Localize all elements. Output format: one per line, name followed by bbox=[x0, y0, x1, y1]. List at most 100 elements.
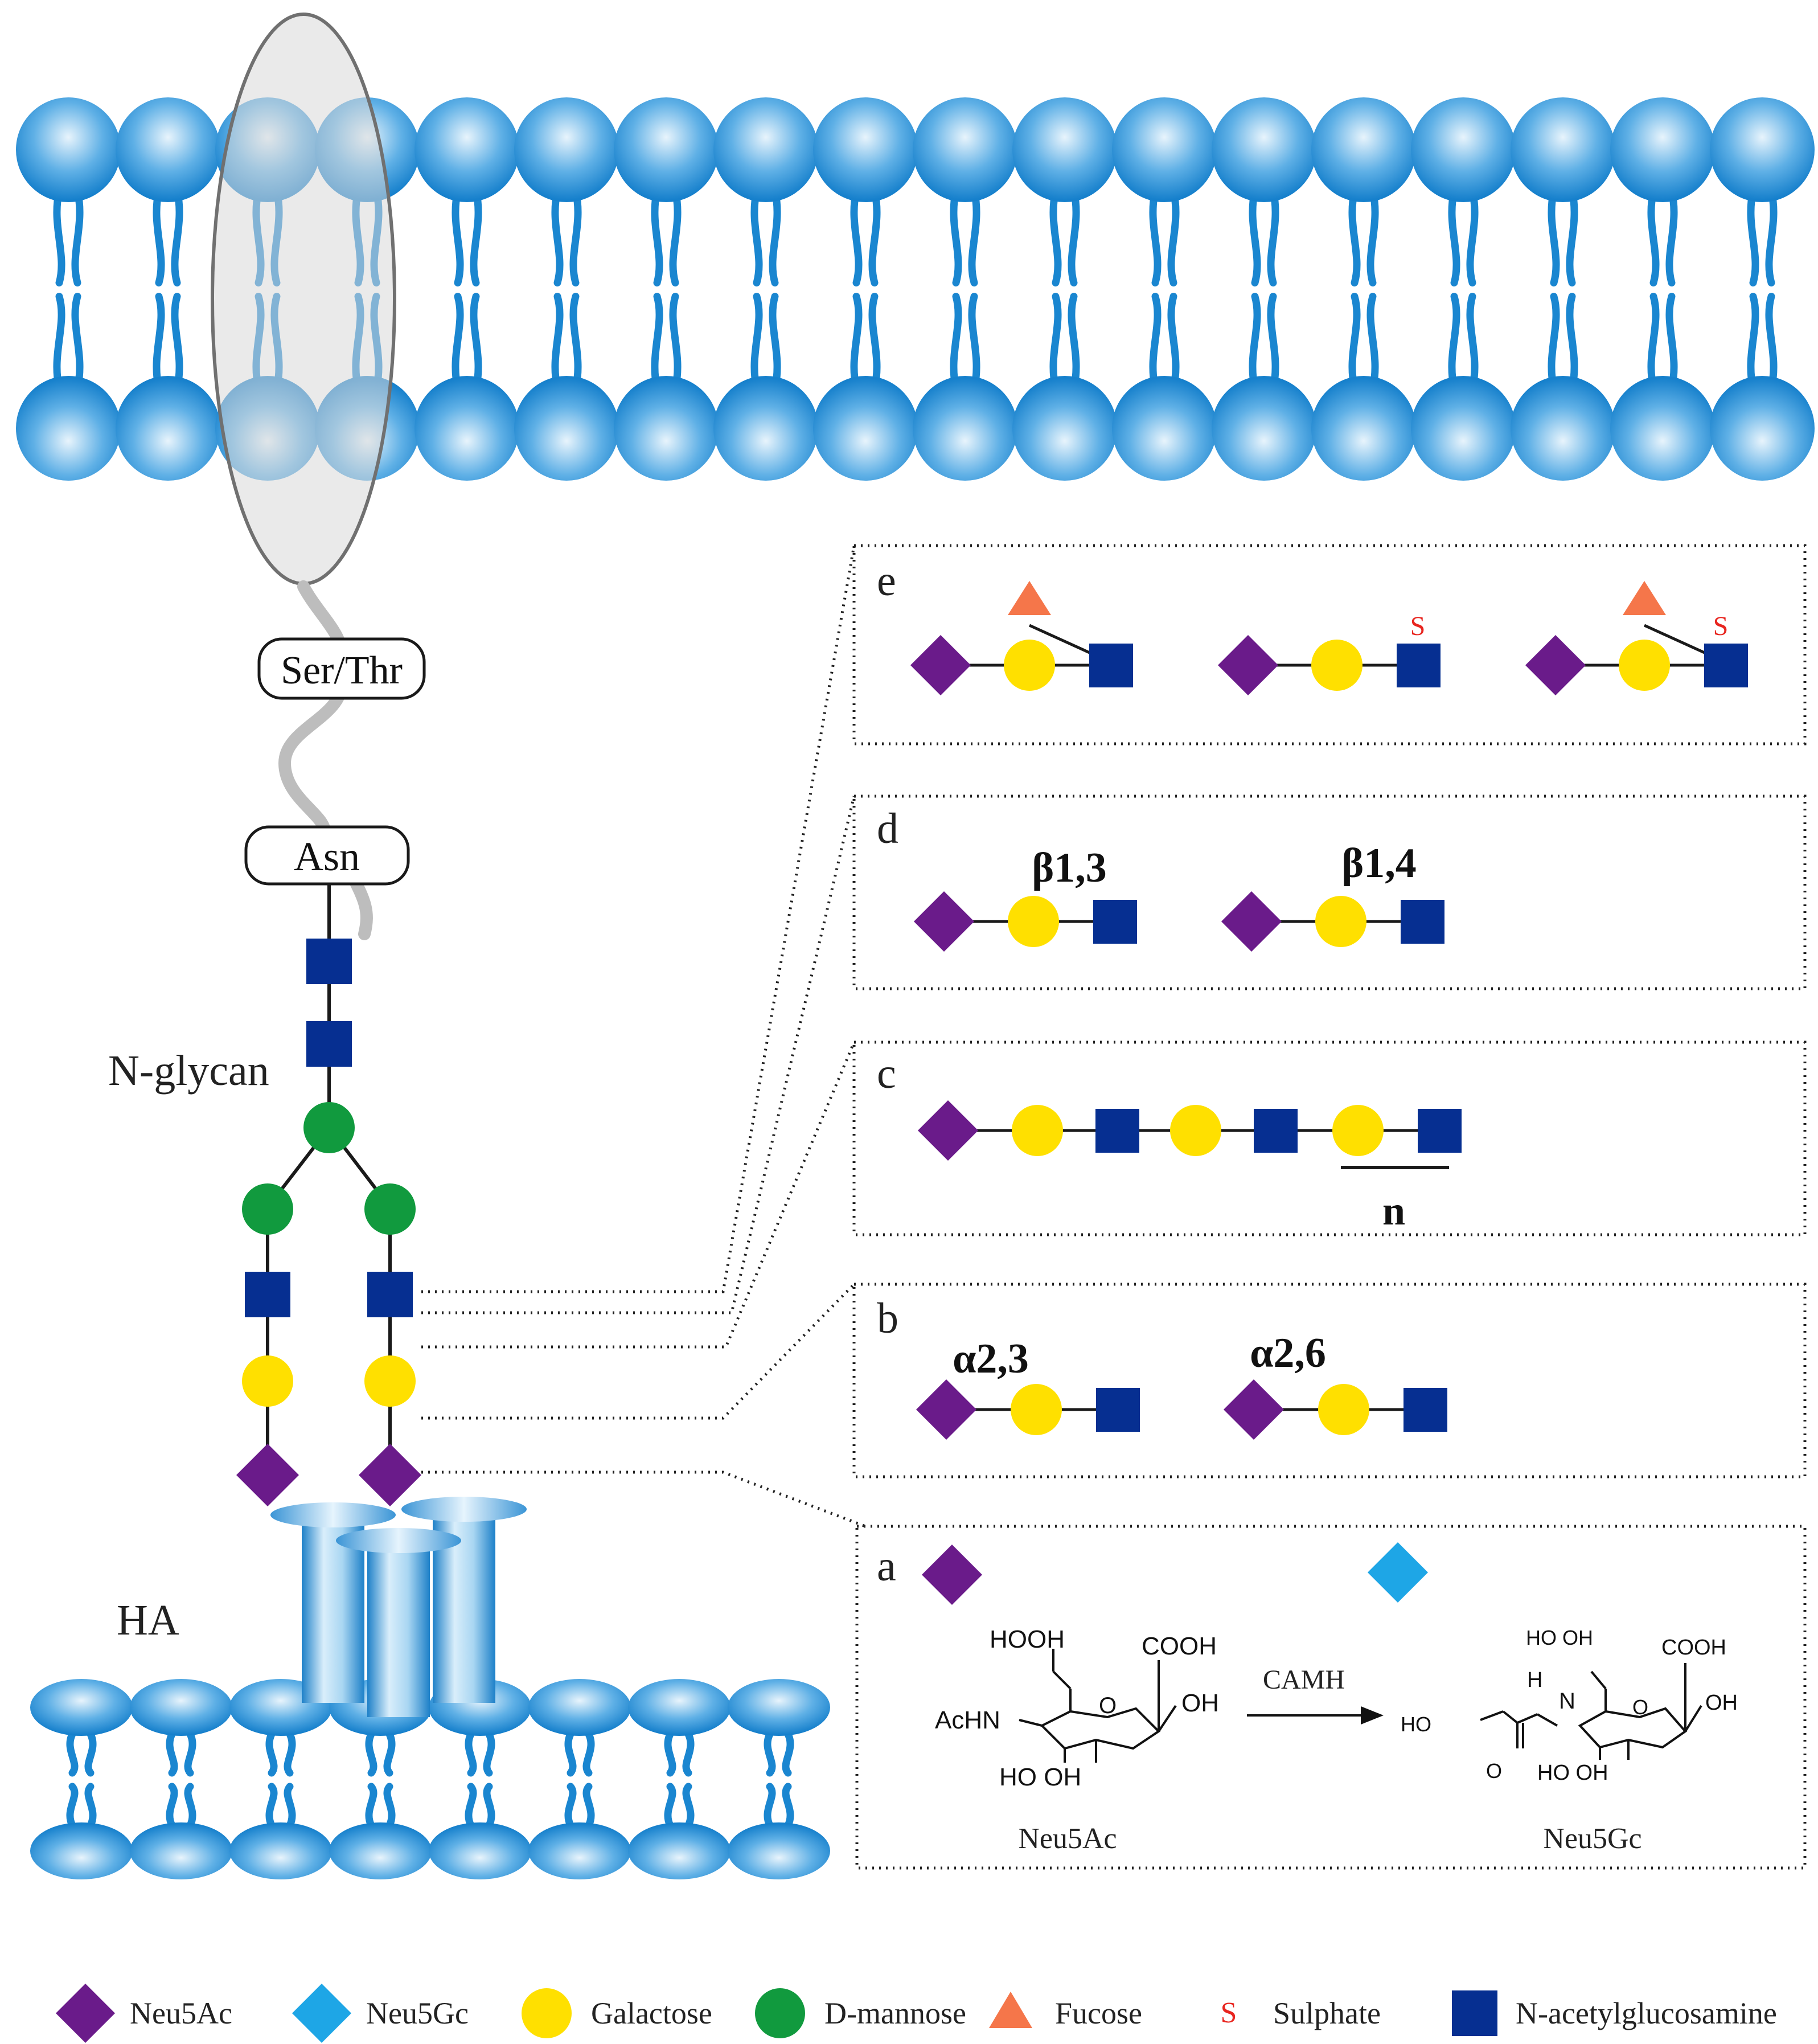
neu5ac-name: Neu5Ac bbox=[1018, 1822, 1117, 1855]
neu5ac-diamond bbox=[236, 1444, 299, 1506]
neu5gc-structure: HO OH COOH H N O OH HO HO OH O Neu5Gc bbox=[1401, 1626, 1738, 1855]
ha-label: HA bbox=[117, 1596, 179, 1644]
lipid bbox=[913, 97, 1017, 481]
linkage-label: α2,6 bbox=[1250, 1330, 1326, 1377]
glcnac-square bbox=[1418, 1109, 1462, 1153]
mannose-circle bbox=[303, 1102, 355, 1153]
lipid bbox=[16, 97, 121, 481]
panel-d-structures: β1,3 β1,4 bbox=[914, 840, 1444, 952]
panel-b-structures: α2,3 α2,6 bbox=[916, 1330, 1447, 1440]
ha-protein bbox=[270, 1497, 527, 1717]
galactose-circle bbox=[1318, 1384, 1369, 1435]
legend-item: D-mannose bbox=[755, 1988, 966, 2038]
legend-label: Fucose bbox=[1055, 1996, 1142, 2030]
galactose-circle bbox=[1012, 1105, 1063, 1156]
sulphate-mark: S bbox=[1410, 611, 1426, 641]
galactose-circle bbox=[364, 1355, 416, 1407]
asn-label: Asn bbox=[294, 834, 360, 879]
neu5ac-diamond bbox=[1224, 1379, 1284, 1440]
glcnac-square bbox=[1254, 1109, 1298, 1153]
chem-label: HOOH bbox=[990, 1625, 1065, 1653]
glcnac-square bbox=[1704, 644, 1748, 687]
asn-box bbox=[244, 825, 410, 886]
sulphate-mark: S bbox=[1713, 611, 1729, 641]
galactose-circle bbox=[242, 1355, 293, 1407]
panel-c-letter: c bbox=[877, 1050, 896, 1097]
mannose-circle bbox=[364, 1183, 416, 1235]
chem-label: HO OH bbox=[1537, 1761, 1608, 1785]
glcnac-square bbox=[245, 1272, 290, 1317]
glycan-structure: β1,4 bbox=[1221, 840, 1444, 952]
lipid bbox=[1710, 97, 1815, 481]
lipid bbox=[1311, 97, 1416, 481]
lipid bbox=[614, 97, 719, 481]
linkage-label: β1,4 bbox=[1341, 840, 1417, 887]
legend-label: Neu5Ac bbox=[130, 1996, 232, 2030]
chem-label: OH bbox=[1181, 1689, 1219, 1717]
glcnac-square bbox=[1095, 1109, 1139, 1153]
chem-label: N bbox=[1559, 1689, 1575, 1714]
lipid bbox=[1411, 97, 1516, 481]
lipid bbox=[415, 97, 519, 481]
dotted-connectors bbox=[421, 545, 866, 1528]
galactose-circle bbox=[1008, 896, 1059, 947]
chem-label: O bbox=[1632, 1695, 1648, 1719]
neu5ac-diamond bbox=[1218, 635, 1278, 695]
galactose-circle bbox=[1315, 896, 1366, 947]
n-glycan-label: N-glycan bbox=[108, 1047, 269, 1095]
legend-item: Galactose bbox=[522, 1988, 712, 2038]
glcnac-square bbox=[1452, 1990, 1497, 2036]
fucose-triangle bbox=[1008, 581, 1051, 615]
transmembrane-protein bbox=[211, 13, 396, 585]
neu5ac-diamond bbox=[1221, 891, 1282, 952]
lipid bbox=[429, 1679, 531, 1879]
legend-item: Fucose bbox=[989, 1992, 1142, 2030]
lipid bbox=[1212, 97, 1316, 481]
mannose-circle bbox=[242, 1183, 293, 1235]
chem-label: AcHN bbox=[935, 1706, 1000, 1734]
legend-label: N-acetylglucosamine bbox=[1516, 1996, 1777, 2030]
lipid bbox=[728, 1679, 830, 1879]
glycan-structure: S bbox=[1525, 581, 1748, 695]
chem-label: O bbox=[1486, 1759, 1502, 1783]
glycan-structure: S bbox=[1218, 611, 1441, 695]
lipid bbox=[1012, 97, 1117, 481]
neu5gc-diamond bbox=[1368, 1542, 1428, 1603]
lipid bbox=[1610, 97, 1715, 481]
lipid bbox=[1511, 97, 1615, 481]
chem-label: O bbox=[1099, 1693, 1117, 1718]
neu5ac-diamond bbox=[918, 1100, 978, 1161]
chem-label: HO OH bbox=[1526, 1626, 1593, 1649]
chem-label: HO bbox=[1401, 1713, 1431, 1736]
galactose-circle bbox=[1004, 640, 1055, 691]
neu5ac-diamond bbox=[922, 1545, 982, 1605]
glcnac-square bbox=[1089, 644, 1133, 687]
neu5ac-diamond bbox=[914, 891, 974, 952]
lipid bbox=[130, 1679, 232, 1879]
lipid bbox=[713, 97, 818, 481]
lipid bbox=[229, 1679, 332, 1879]
glycan-structure: β1,3 bbox=[914, 845, 1137, 952]
glcnac-square bbox=[1096, 1388, 1140, 1432]
reaction-arrowhead bbox=[1361, 1706, 1384, 1725]
panel-e-letter: e bbox=[877, 557, 896, 605]
fucose-triangle bbox=[1623, 581, 1666, 615]
legend-item: Neu5Gc bbox=[292, 1984, 469, 2043]
glcnac-square bbox=[1093, 900, 1137, 944]
legend-label: D-mannose bbox=[824, 1996, 966, 2030]
lipid bbox=[628, 1679, 731, 1879]
linkage-label: α2,3 bbox=[953, 1336, 1029, 1382]
legend-label: Sulphate bbox=[1273, 1996, 1381, 2030]
mannose-circle bbox=[755, 1988, 805, 2038]
panel-d-letter: d bbox=[877, 805, 898, 853]
glcnac-square bbox=[306, 939, 352, 984]
glcnac-square bbox=[306, 1021, 352, 1067]
lipid bbox=[30, 1679, 133, 1879]
legend-label: Galactose bbox=[591, 1996, 712, 2030]
galactose-circle bbox=[1311, 640, 1363, 691]
galactose-circle bbox=[1011, 1384, 1062, 1435]
legend-item: N-acetylglucosamine bbox=[1452, 1990, 1777, 2036]
fucose-triangle bbox=[989, 1992, 1032, 2028]
